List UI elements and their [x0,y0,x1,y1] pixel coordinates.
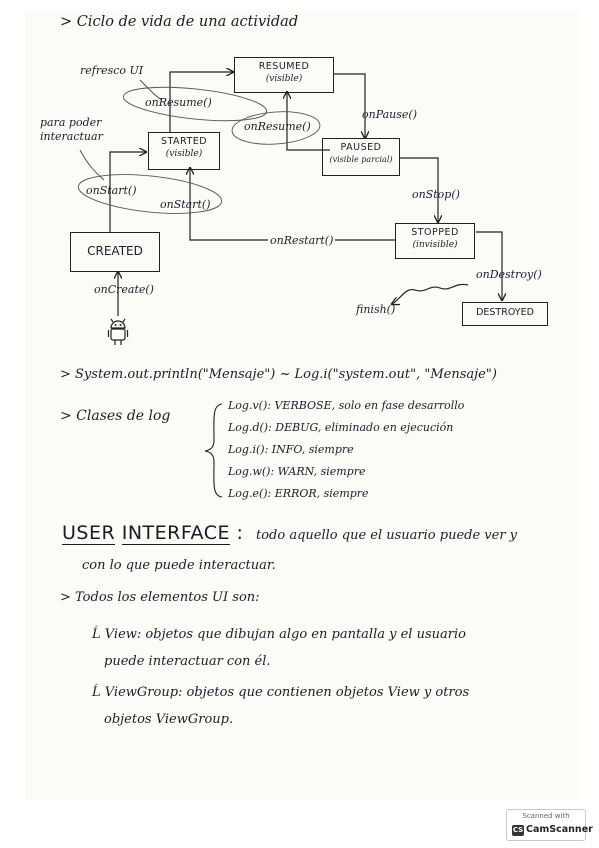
label-on-restart: onRestart() [268,234,336,247]
label-on-start-1: onStart() [86,184,137,197]
state-stopped-name: STOPPED [411,227,459,238]
section-heading-lifecycle: > Ciclo de vida de una actividad [60,14,299,30]
log-classes-label: > Clases de log [60,408,171,424]
state-destroyed: DESTROYED [462,302,548,326]
android-robot-icon [107,318,129,345]
state-paused-name: PAUSED [340,142,382,153]
notebook-page [25,10,580,800]
state-paused: PAUSED (visible parcial) [322,138,400,176]
state-started-name: STARTED [160,136,208,147]
ui-view-line2: puede interactuar con él. [104,654,271,669]
state-resumed: RESUMED (visible) [234,57,334,93]
ui-viewgroup-line1: Ĺ ViewGroup: objetos que contienen objet… [92,685,470,700]
state-resumed-sub: (visible) [265,74,303,84]
log-item-verbose: Log.v(): VERBOSE, solo en fase desarroll… [228,399,465,412]
label-on-resume-2: onResume() [244,120,311,133]
title-colon: : [236,522,244,544]
title-word-user: USER [62,522,116,545]
stamp-brand: CamScanner [526,824,593,835]
ui-elements-intro: > Todos los elementos UI son: [60,590,260,605]
ui-definition-line1: todo aquello que el usuario puede ver y [256,528,518,543]
label-on-resume-1: onResume() [145,96,212,109]
state-started-sub: (visible) [165,149,203,159]
stamp-scanned-with: Scanned with [522,812,570,820]
log-item-debug: Log.d(): DEBUG, eliminado en ejecución [228,421,454,434]
state-stopped: STOPPED (invisible) [395,223,475,259]
state-destroyed-name: DESTROYED [476,307,534,318]
ui-viewgroup-line2: objetos ViewGroup. [104,712,234,727]
log-println-line: > System.out.println("Mensaje") ~ Log.i(… [60,367,497,382]
label-on-destroy: onDestroy() [476,268,542,281]
title-word-interface: INTERFACE [121,522,230,545]
note-refresh-ui: refresco UI [80,64,144,77]
ui-view-line1: Ĺ View: objetos que dibujan algo en pant… [92,627,466,642]
label-on-start-2: onStart() [160,198,211,211]
label-finish: finish() [356,303,396,316]
camscanner-logo-icon: CS [512,825,524,836]
note-interact-line1: para poder [40,116,102,129]
state-resumed-name: RESUMED [258,61,310,72]
log-item-warn: Log.w(): WARN, siempre [228,465,366,478]
log-item-error: Log.e(): ERROR, siempre [228,487,369,500]
log-item-info: Log.i(): INFO, siempre [228,443,354,456]
state-created: CREATED [70,232,160,272]
label-on-stop: onStop() [412,188,460,201]
state-paused-sub: (visible parcial) [329,155,393,164]
ui-definition-line2: con lo que puede interactuar. [82,558,276,573]
label-on-create: onCreate() [94,283,154,296]
note-interact-line2: interactuar [40,130,103,143]
state-started: STARTED (visible) [148,132,220,170]
state-stopped-sub: (invisible) [412,240,458,250]
label-on-pause: onPause() [362,108,417,121]
user-interface-title: USER INTERFACE : [62,522,244,545]
state-created-name: CREATED [87,244,143,258]
camscanner-watermark: Scanned with CS CamScanner [506,809,593,841]
